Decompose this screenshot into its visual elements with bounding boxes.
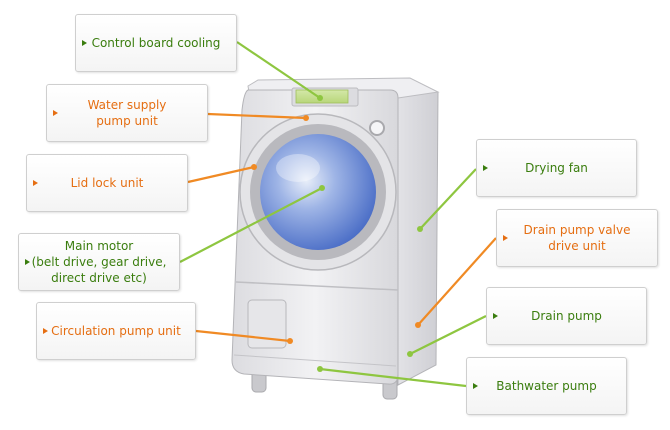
leader-lid-lock-unit — [187, 165, 255, 184]
endpoint-bathwater-pump — [317, 366, 323, 372]
label-text: Drain pump — [531, 309, 602, 323]
endpoint-lid-lock-unit — [251, 164, 257, 170]
leader-bathwater-pump — [319, 367, 467, 388]
label-text: Bathwater pump — [496, 379, 597, 393]
label-text: Lid lock unit — [70, 176, 144, 190]
label-lid-lock-unit: Lid lock unit — [26, 154, 188, 212]
bullet-arrow-icon — [43, 328, 48, 334]
bullet-arrow-icon — [503, 235, 508, 241]
label-text: Drying fan — [525, 161, 588, 175]
bullet-arrow-icon — [483, 165, 488, 171]
endpoint-circulation-pump-unit — [287, 338, 293, 344]
endpoint-drying-fan — [417, 226, 423, 232]
leader-endpoints — [251, 95, 423, 372]
leader-control-board-cooling — [236, 41, 321, 99]
leader-drain-pump — [409, 315, 487, 355]
endpoint-drain-pump — [407, 351, 413, 357]
endpoint-control-board-cooling — [317, 95, 323, 101]
label-drain-pump-valve-drive-unit: Drain pump valve drive unit — [496, 209, 658, 267]
bullet-arrow-icon — [473, 383, 478, 389]
bullet-arrow-icon — [33, 180, 38, 186]
label-circulation-pump-unit: Circulation pump unit — [36, 302, 196, 360]
label-text: Water supply pump unit — [87, 98, 167, 128]
label-text: Control board cooling — [91, 36, 221, 50]
leader-lines — [179, 41, 497, 388]
leader-circulation-pump-unit — [195, 329, 291, 343]
endpoint-water-supply-pump-unit — [303, 115, 309, 121]
label-drain-pump: Drain pump — [486, 287, 647, 345]
endpoint-main-motor — [319, 185, 325, 191]
endpoint-drain-pump-valve-drive-unit — [415, 322, 421, 328]
bullet-arrow-icon — [53, 110, 58, 116]
leader-water-supply-pump-unit — [207, 112, 307, 120]
leader-drying-fan — [419, 168, 477, 230]
leader-drain-pump-valve-drive-unit — [417, 237, 497, 326]
bullet-arrow-icon — [25, 259, 30, 265]
label-bathwater-pump: Bathwater pump — [466, 357, 627, 415]
bullet-arrow-icon — [82, 40, 87, 46]
label-control-board-cooling: Control board cooling — [75, 14, 237, 72]
leader-main-motor — [179, 187, 323, 263]
label-drying-fan: Drying fan — [476, 139, 637, 197]
label-water-supply-pump-unit: Water supply pump unit — [46, 84, 208, 142]
label-text: Main motor (belt drive, gear drive, dire… — [31, 239, 167, 285]
label-text: Drain pump valve drive unit — [523, 223, 631, 253]
washing-machine — [231, 77, 440, 400]
bullet-arrow-icon — [493, 313, 498, 319]
label-main-motor: Main motor (belt drive, gear drive, dire… — [18, 233, 180, 291]
label-text: Circulation pump unit — [51, 324, 181, 338]
